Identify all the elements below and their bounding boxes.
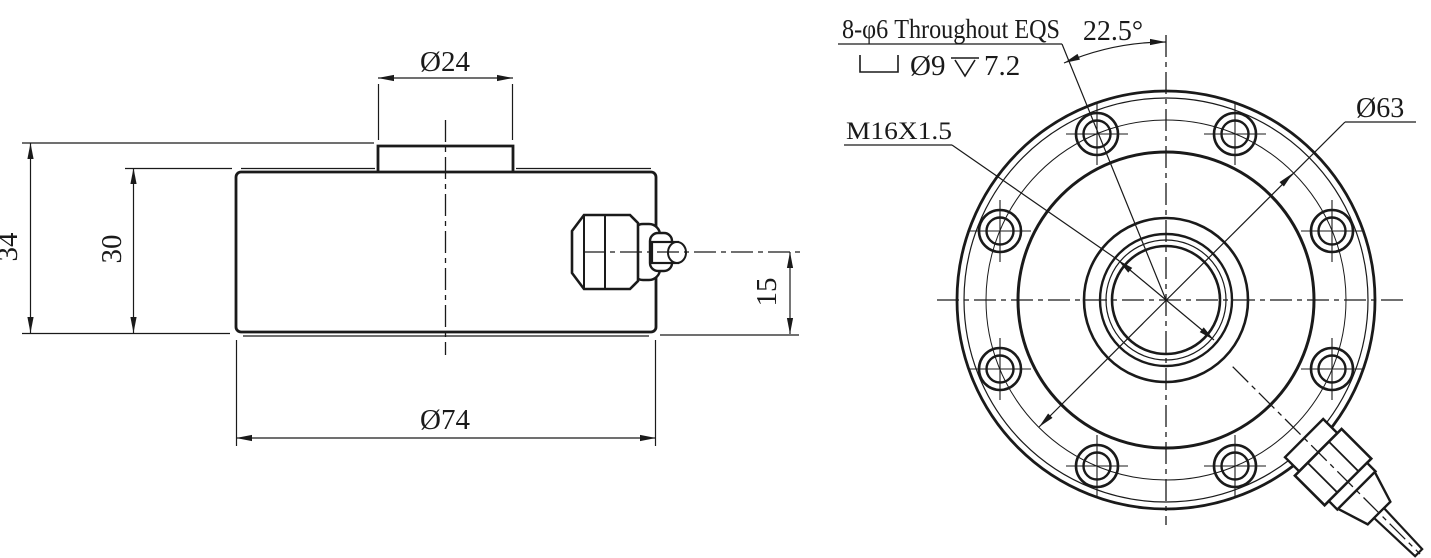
dimension-overall-height: 34 xyxy=(0,142,374,335)
bolt-hole xyxy=(969,200,1031,262)
bolt-hole xyxy=(1066,103,1128,165)
left-view: Ø24 34 30 15 xyxy=(0,46,800,446)
right-view: 22.5° Ø63 M16X1.5 8-φ6 Throughout EQS Ø9… xyxy=(838,14,1424,558)
dim-label-center-thread: M16X1.5 xyxy=(846,118,952,145)
dim-label-body-height: 30 xyxy=(96,235,128,264)
dim-label-body-diameter: Ø74 xyxy=(420,404,470,436)
bolt-hole xyxy=(1066,435,1128,497)
dimension-bolt-circle: Ø63 xyxy=(1036,93,1416,430)
dimension-body-height: 30 xyxy=(96,167,232,333)
bolt-hole xyxy=(1204,435,1266,497)
depth-icon xyxy=(951,57,979,78)
counterbore-icon xyxy=(859,55,899,73)
counterbore-diameter-text: Ø9 xyxy=(910,50,945,82)
dimension-connector-height: 15 xyxy=(660,252,799,336)
hole-callout: 8-φ6 Throughout EQS Ø9 7.2 xyxy=(838,14,1062,82)
bolt-hole xyxy=(1204,103,1266,165)
dimension-center-thread: M16X1.5 xyxy=(844,118,1216,343)
dim-label-connector-height: 15 xyxy=(751,278,783,307)
dim-label-bolt-circle: Ø63 xyxy=(1356,93,1404,124)
side-connector xyxy=(570,213,800,291)
bolt-hole xyxy=(969,338,1031,400)
connector-axis-centerline xyxy=(1232,366,1421,555)
counterbore-depth-text: 7.2 xyxy=(984,50,1020,82)
bolt-holes xyxy=(969,103,1363,497)
dim-label-boss-diameter: Ø24 xyxy=(420,46,470,78)
bolt-hole xyxy=(1301,200,1363,262)
hole-callout-text: 8-φ6 Throughout EQS xyxy=(842,14,1060,44)
dimension-body-diameter: Ø74 xyxy=(235,340,657,446)
cable-connector xyxy=(1232,366,1424,558)
dim-label-hole-angle: 22.5° xyxy=(1083,16,1143,47)
bolt-hole xyxy=(1301,338,1363,400)
dimension-hole-angle: 22.5° xyxy=(1062,16,1167,66)
top-boss-outline xyxy=(376,144,515,172)
hole-radial-line xyxy=(1061,43,1167,301)
dim-label-overall-height: 34 xyxy=(0,232,24,262)
dimension-boss-diameter: Ø24 xyxy=(377,46,514,140)
